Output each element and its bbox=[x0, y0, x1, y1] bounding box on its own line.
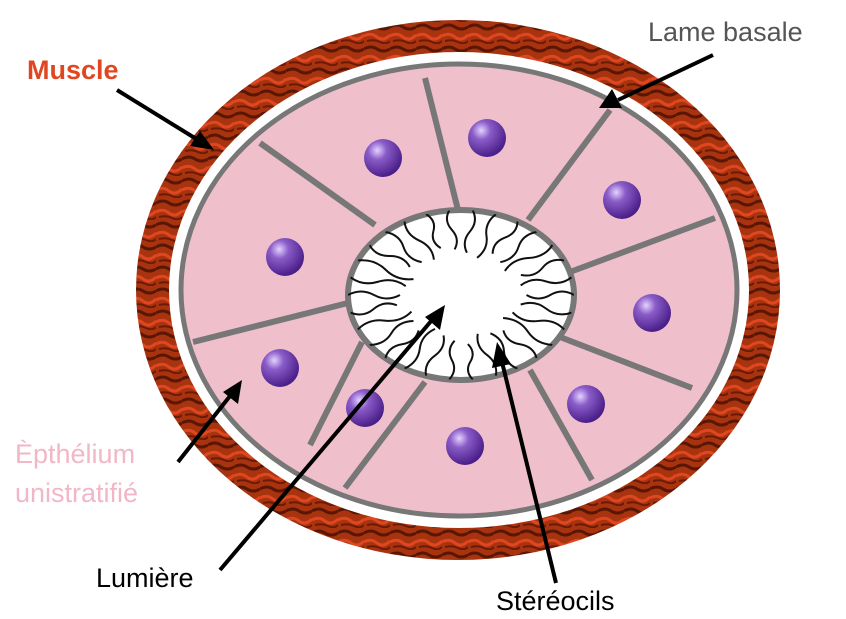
label-epithelium-line1: Èpthélium bbox=[15, 439, 135, 469]
nucleus bbox=[567, 385, 605, 423]
nucleus bbox=[633, 294, 671, 332]
label-lumiere: Lumière bbox=[96, 563, 194, 593]
label-stereocils: Stéréocils bbox=[496, 586, 615, 616]
label-epithelium-line2: unistratifié bbox=[15, 478, 138, 508]
nucleus bbox=[266, 238, 304, 276]
nucleus bbox=[364, 139, 402, 177]
arrow-muscle bbox=[117, 90, 198, 140]
lumen bbox=[348, 210, 574, 380]
nucleus bbox=[346, 389, 384, 427]
nucleus bbox=[446, 427, 484, 465]
label-muscle: Muscle bbox=[27, 55, 119, 85]
label-lame-basale: Lame basale bbox=[648, 17, 803, 47]
nucleus bbox=[468, 119, 506, 157]
nucleus bbox=[261, 349, 299, 387]
nucleus bbox=[603, 181, 641, 219]
